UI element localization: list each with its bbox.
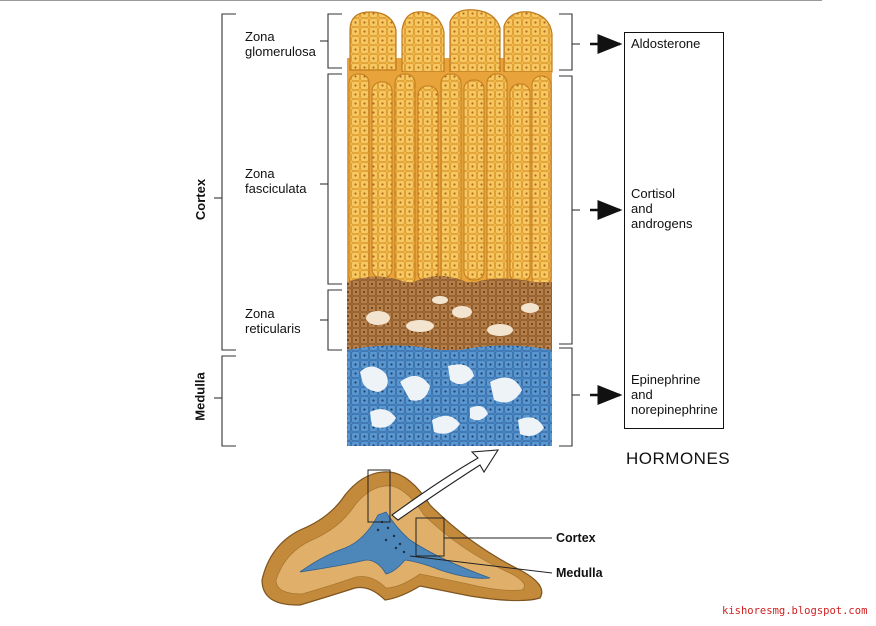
medulla-tissue — [347, 345, 552, 446]
hormone-aldosterone: Aldosterone — [631, 36, 701, 51]
credit-watermark: kishoresmg.blogspot.com — [722, 605, 868, 617]
hormone-cortisol-androgens: Cortisol and androgens — [631, 186, 693, 231]
hormone-epinephrine-norepinephrine: Epinephrine and norepinephrine — [631, 372, 718, 417]
zona-fasciculata-tissue — [347, 72, 552, 290]
label-medulla-side: Medulla — [192, 372, 208, 421]
label-cortex-side: Cortex — [193, 178, 209, 221]
label-zona-glomerulosa: Zona glomerulosa — [245, 29, 316, 59]
zone-brackets-left — [214, 13, 342, 447]
zona-reticularis-tissue — [347, 276, 552, 352]
hormones-box — [624, 32, 724, 429]
magnify-arrow — [391, 449, 500, 521]
label-zona-reticularis: Zona reticularis — [245, 306, 301, 336]
hormones-title: HORMONES — [626, 449, 731, 468]
top-divider-line — [0, 0, 822, 1]
hormone-arrows — [590, 34, 623, 405]
label-gland-medulla: Medulla — [556, 566, 603, 580]
zone-brackets-right — [559, 13, 580, 447]
zona-glomerulosa-tissue — [347, 9, 553, 78]
label-gland-cortex: Cortex — [556, 531, 596, 545]
label-zona-fasciculata: Zona fasciculata — [245, 166, 307, 196]
adrenal-gland-section — [261, 449, 553, 606]
